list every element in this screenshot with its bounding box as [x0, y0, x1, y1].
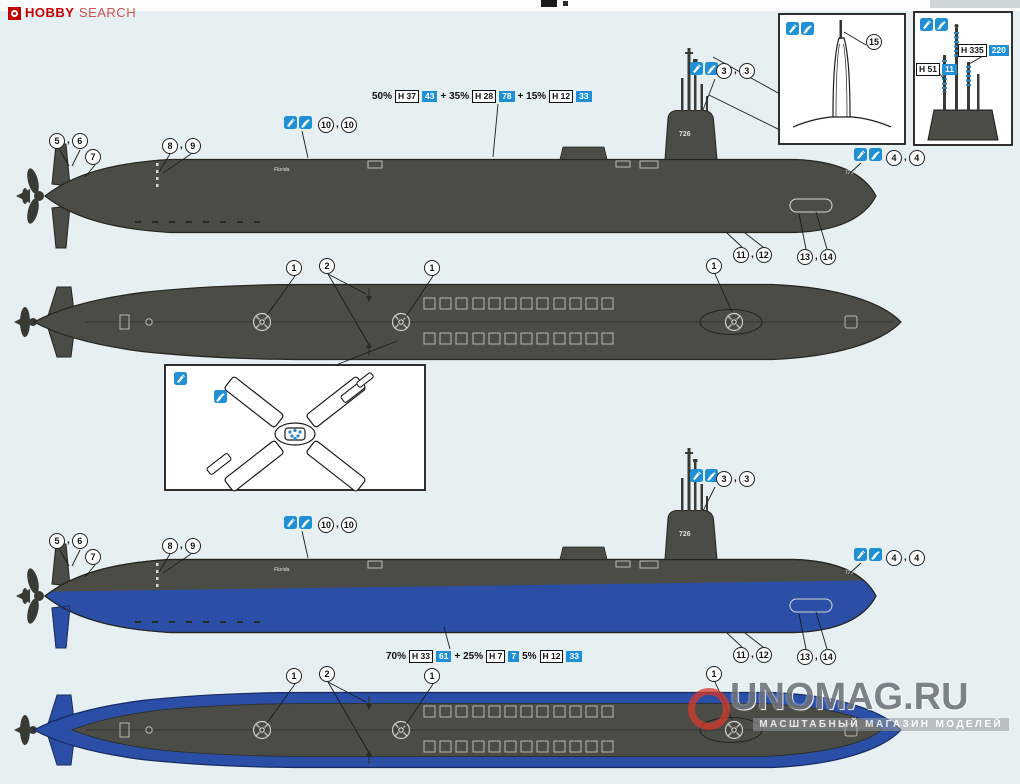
paint-chip: 43	[421, 91, 438, 102]
paint-chip: 78	[499, 91, 515, 102]
callout-10-10: 10,10	[318, 117, 357, 133]
hobby-search-light: SEARCH	[78, 5, 137, 20]
callout-8-9: 8,9	[162, 538, 201, 554]
callout-2: 2	[319, 666, 335, 682]
airbrush-paintbrush-icon	[854, 148, 882, 161]
paint-code: H 33	[409, 650, 433, 663]
callout-1: 1	[286, 668, 302, 684]
paint-code: H 335	[958, 44, 987, 57]
paintbrush-icon	[214, 390, 227, 403]
callout-3-3: 3,3	[716, 63, 755, 79]
paint-code: H 12	[549, 90, 574, 103]
paint-mix-upper: 50% H 37 43 + 35% H 28 78 + 15% H 12 33	[372, 90, 592, 103]
callout-10-10: 10,10	[318, 517, 357, 533]
callout-4-4: 4,4	[886, 150, 925, 166]
scan-artifact	[541, 0, 557, 7]
sail-detail-box	[778, 13, 906, 145]
callout-7: 7	[85, 549, 101, 565]
paint-mix-lower: 70% H 33 61 + 25% H 7 7 5% H 12 33	[386, 650, 582, 663]
paint-code: H 51	[916, 63, 940, 76]
callout-1: 1	[706, 666, 722, 682]
airbrush-paintbrush-icon	[284, 516, 312, 529]
paint-code: H 12	[539, 650, 564, 663]
callout-11-12: 11,12	[733, 647, 772, 663]
callout-1: 1	[706, 258, 722, 274]
mast-paint-label: H 51 11	[916, 63, 957, 76]
scan-artifact	[563, 1, 568, 6]
mast-paint-label: H 335 220	[958, 44, 1009, 57]
mast-detail-box	[913, 11, 1013, 146]
callout-4-4: 4,4	[886, 550, 925, 566]
hobby-search-watermark: HOBBY SEARCH	[8, 4, 136, 22]
paint-chip: 33	[566, 651, 582, 662]
paint-code: H 28	[472, 90, 497, 103]
callout-5-6: 5,6	[49, 533, 88, 549]
callout-7: 7	[85, 149, 101, 165]
unomag-logo-icon	[688, 688, 730, 730]
leader-lines	[59, 31, 984, 752]
airbrush-paintbrush-icon	[690, 62, 718, 75]
paint-chip: 220	[988, 45, 1009, 56]
callout-13-14: 13,14	[797, 249, 836, 265]
airbrush-paintbrush-icon	[854, 548, 882, 561]
paint-chip: 11	[941, 64, 957, 75]
unomag-subtitle: МАСШТАБНЫЙ МАГАЗИН МОДЕЛЕЙ	[753, 718, 1009, 731]
hobby-search-icon	[8, 6, 21, 20]
submarine-plan-view-gray	[14, 283, 902, 361]
anti-fouling-blue-area	[45, 580, 876, 648]
unomag-title: UNOMAG.RU	[730, 676, 969, 718]
callout-13-14: 13,14	[797, 649, 836, 665]
paint-code: H 37	[395, 90, 419, 103]
airbrush-paintbrush-icon	[284, 116, 312, 129]
hobby-search-bold: HOBBY	[25, 5, 75, 20]
callout-1: 1	[286, 260, 302, 276]
scan-artifact	[930, 0, 1020, 8]
callout-3-3: 3,3	[716, 471, 755, 487]
airbrush-paintbrush-icon	[690, 469, 718, 482]
callout-2: 2	[319, 258, 335, 274]
paint-chip: 33	[576, 91, 592, 102]
stern-detail-box	[164, 364, 426, 492]
paint-code: H 7	[486, 650, 506, 663]
scan-edge-strip	[0, 0, 1020, 11]
callout-11-12: 11,12	[733, 247, 772, 263]
paint-chip: 61	[435, 651, 452, 662]
callout-15: 15	[866, 34, 882, 50]
airbrush-icon	[173, 371, 188, 386]
unomag-watermark: UNOMAG.RU МАСШТАБНЫЙ МАГАЗИН МОДЕЛЕЙ	[672, 676, 1017, 736]
paint-chip: 7	[508, 651, 520, 662]
callout-1: 1	[424, 668, 440, 684]
callout-1: 1	[424, 260, 440, 276]
callout-8-9: 8,9	[162, 138, 201, 154]
callout-5-6: 5,6	[49, 133, 88, 149]
